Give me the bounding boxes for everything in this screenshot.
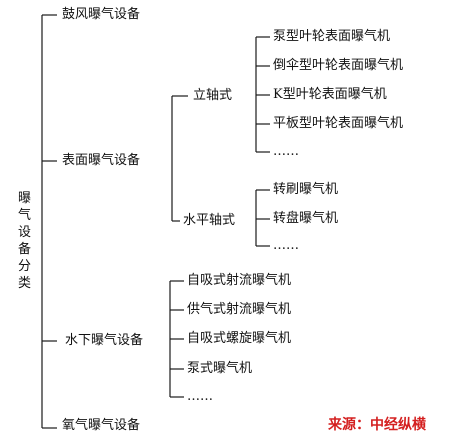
subgroup-label: 立轴式	[193, 88, 233, 103]
root-char: 分	[18, 259, 32, 274]
root-char: 类	[18, 276, 32, 291]
subgroup-label: 水平轴式	[183, 213, 236, 228]
root-char: 气	[18, 208, 32, 223]
root-char: 曝	[18, 191, 32, 206]
category-label: 鼓风曝气设备	[62, 7, 141, 22]
category-label: 氧气曝气设备	[62, 418, 141, 433]
source-label: 来源：中经纵横	[328, 417, 426, 433]
root-char: 设	[18, 225, 32, 240]
category-label: 水下曝气设备	[65, 333, 144, 348]
leaf-item: 倒伞型叶轮表面曝气机	[273, 58, 404, 73]
connector-lines	[41, 14, 270, 429]
leaf-item: ……	[273, 238, 299, 253]
leaf-item: K型叶轮表面曝气机	[273, 87, 387, 102]
leaf-item: 自吸式射流曝气机	[187, 273, 292, 288]
leaf-item: 平板型叶轮表面曝气机	[273, 116, 404, 131]
root-char: 备	[18, 242, 32, 257]
category-label: 表面曝气设备	[62, 153, 141, 168]
leaf-item: 转刷曝气机	[273, 182, 339, 197]
leaf-item: 供气式射流曝气机	[187, 302, 292, 317]
leaf-item: ……	[187, 389, 213, 404]
leaf-item: 自吸式螺旋曝气机	[187, 331, 292, 346]
leaf-item: ……	[273, 144, 299, 159]
leaf-item: 转盘曝气机	[273, 211, 339, 226]
leaf-item: 泵型叶轮表面曝气机	[273, 29, 391, 44]
leaf-item: 泵式曝气机	[187, 361, 253, 376]
